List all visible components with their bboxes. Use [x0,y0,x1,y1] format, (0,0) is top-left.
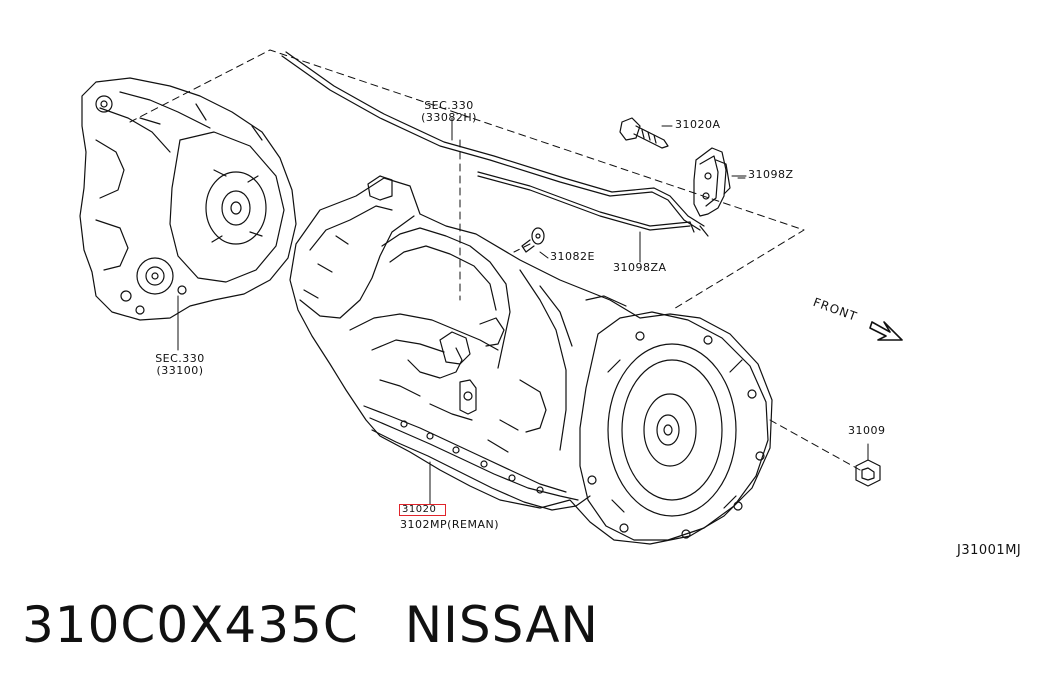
callout-31082e: 31082E [550,250,595,263]
part-number: 310C0X435C [22,596,359,654]
part-caption: 310C0X435C NISSAN [22,596,599,654]
callout-31009: 31009 [848,424,886,437]
highlighted-callout-31020[interactable]: 31020 [399,504,446,516]
sensor-31082e [521,227,545,253]
front-arrow-icon [869,321,903,341]
transmission-exploded-diagram [79,49,903,545]
dashed-guide-lines [129,49,861,471]
shift-cable [281,51,709,237]
bolt-31020a [619,117,669,149]
callout-sec330-left-sub: (33100) [156,364,204,377]
diagram-code: J31001MJ [957,543,1022,558]
callout-31020: 31020 [402,504,437,515]
torque-converter-housing [579,311,769,541]
cable-bracket [693,147,731,217]
callout-31098z: 31098Z [748,168,794,181]
callout-31098za: 31098ZA [613,261,667,274]
callout-31020a: 31020A [675,118,721,131]
bolt-31009 [855,443,881,487]
callout-sec330-top: SEC.330 [424,99,474,112]
callout-sec330-top-sub: (33082H) [421,111,477,124]
transfer-case-assembly [79,77,297,321]
transmission-case [289,175,773,545]
callout-sec330-left: SEC.330 [155,352,205,365]
brand-name: NISSAN [404,596,599,654]
callout-leaders [429,117,747,505]
callout-3102mp-reman: 3102MP(REMAN) [400,518,500,531]
